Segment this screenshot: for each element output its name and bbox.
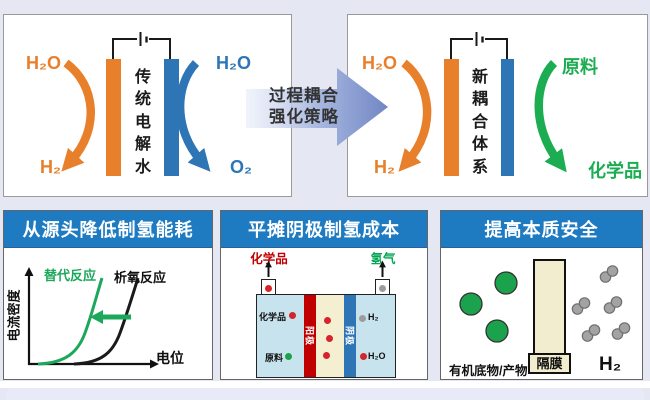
y-axis-label: 电流密度: [6, 289, 22, 342]
y-axis-arrowhead: [24, 267, 34, 276]
h2o-label-right: H₂O: [216, 53, 251, 73]
coupling-strategy-line1: 过程耦合: [269, 87, 339, 105]
feed-to-chemical-arrow: [534, 59, 567, 173]
h2-molecule-dot: [358, 314, 366, 322]
hydrogen-out-label: 氢气: [370, 252, 396, 266]
chemical-label: 化学品: [588, 161, 642, 181]
anode-electrode-bar: [106, 59, 121, 176]
feedstock-label: 原料: [562, 57, 598, 77]
h2o-label-left: H₂O: [26, 53, 61, 73]
panel-traditional-electrolysis: H₂O H₂ 传统电解水 H₂O O₂: [3, 14, 292, 197]
hydrogen-outlet-tube: [375, 279, 390, 295]
alternative-reaction-curve: [37, 277, 104, 366]
h2o-dot: [359, 352, 367, 360]
organics-label: 有机底物/产物: [449, 364, 528, 378]
membrane-bar: [533, 259, 566, 356]
water-to-hydrogen-arrow: [61, 59, 95, 172]
coupling-strategy-arrow: [246, 68, 388, 146]
oer-curve: [73, 277, 140, 366]
water-to-hydrogen-arrow: [398, 59, 432, 172]
h2-side-label: H₂: [599, 354, 622, 375]
oer-label: 析氧反应: [114, 270, 167, 285]
anode-electrode-bar: [444, 59, 459, 176]
panel-cost-header: 平摊阴极制氢成本: [221, 211, 427, 248]
h2-in-cell-label: H₂: [368, 312, 379, 322]
panel-energy-header: 从源头降低制氢能耗: [4, 211, 212, 248]
system-name-traditional: 传统电解水: [134, 69, 151, 176]
panel-reduce-energy: 从源头降低制氢能耗 替代反应 析氧反应 电流密度 电位: [3, 210, 213, 380]
alternative-reaction-label: 替代反应: [44, 268, 97, 283]
h2o-label: H₂O: [362, 53, 397, 73]
h2-molecules: [571, 265, 631, 342]
battery-wire: [112, 38, 171, 59]
system-name-coupled: 新耦合体系: [471, 69, 488, 176]
h2-label: H₂: [374, 157, 395, 177]
coupling-strategy-line2: 强化策略: [269, 108, 339, 127]
x-axis-label: 电位: [156, 350, 184, 366]
bottom-white-strip: [0, 381, 650, 388]
ion-dot: [323, 316, 331, 324]
organic-circle: [485, 319, 509, 343]
traditional-electrolysis-diagram: [61, 32, 211, 172]
h2-label: H₂: [40, 157, 61, 177]
chemical-in-cell-label: 化学品: [259, 312, 287, 322]
organic-circle: [459, 292, 483, 316]
organic-substrate-circles: [459, 271, 518, 343]
anode-label: 阳极: [304, 325, 315, 347]
cathode-electrode-bar: [164, 59, 179, 176]
ion-dot: [325, 334, 333, 342]
x-axis-arrowhead: [150, 359, 159, 369]
separation-diagram: [459, 265, 631, 343]
feedstock-in-cell-label: 原料: [265, 353, 284, 363]
ion-dot: [322, 351, 330, 359]
middle-electrolyte-zone: [316, 295, 344, 377]
panel-intrinsic-safety: 提高本质安全 隔膜 有机底物/产物 H₂: [440, 210, 643, 380]
coupling-strategy-text: 过程耦合 强化策略: [254, 86, 354, 129]
panel-safety-header: 提高本质安全: [441, 211, 642, 248]
chemical-out-label: 化学品: [250, 252, 288, 266]
polarization-curve-chart: [24, 267, 159, 369]
electrolysis-cell: 阳极 阴极 化学品 原料 H₂ H₂O: [256, 294, 396, 378]
organic-circle: [494, 271, 518, 295]
o2-label: O₂: [230, 157, 252, 177]
potential-shift-arrowhead: [90, 310, 103, 324]
anode-bar: 阳极: [304, 295, 316, 377]
cathode-label: 阴极: [344, 325, 355, 347]
cathode-electrode-bar: [501, 59, 514, 176]
water-to-oxygen-arrow: [175, 60, 211, 172]
battery-wire: [450, 38, 508, 59]
chemical-product-dot: [288, 311, 296, 319]
cathode-bar: 阴极: [344, 295, 356, 377]
h2o-in-cell-label: H₂O: [368, 351, 386, 361]
chemical-outlet-tube: [261, 279, 276, 295]
coupled-system-diagram: [398, 32, 567, 173]
right-arrow-shape: [246, 68, 388, 146]
hydrogen-dot: [378, 285, 386, 292]
bottom-lavender-band: [6, 388, 644, 400]
panel-cathode-cost: 平摊阴极制氢成本 化学品 氢气 阳极: [220, 210, 428, 380]
feedstock-dot: [284, 352, 292, 360]
chemical-dot: [264, 285, 272, 292]
panel-coupled-system: H₂O H₂ 新耦合体系 原料 化学品: [347, 14, 648, 197]
membrane-label: 隔膜: [528, 353, 571, 374]
